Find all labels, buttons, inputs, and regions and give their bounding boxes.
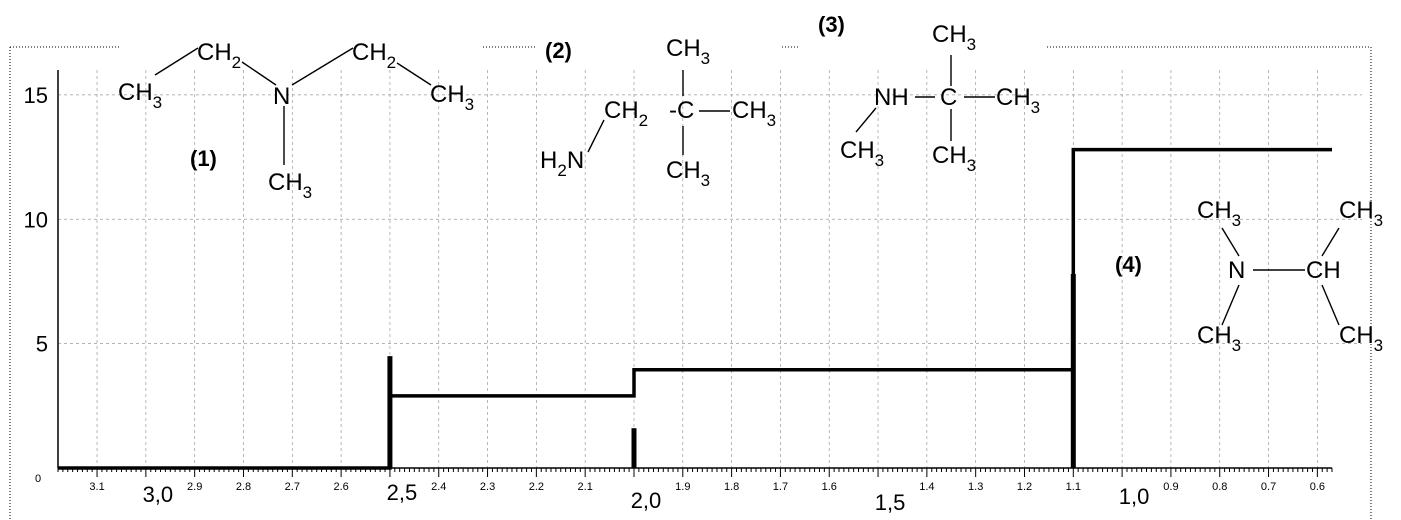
mol4-ch: CH: [1306, 257, 1341, 284]
x-tick-label-minor: 1.4: [919, 481, 934, 493]
x-tick-label-major: 1,0: [1119, 484, 1150, 509]
x-tick-label-major: 2,5: [387, 480, 418, 505]
mol1-ch2-left: CH2: [197, 39, 241, 72]
x-tick-label-minor: 2.7: [285, 481, 300, 493]
x-tick-label-minor: 2.8: [236, 481, 251, 493]
mol4-ch3-bottom-left: CH3: [1197, 322, 1241, 355]
x-tick-label-minor: 1.8: [724, 481, 739, 493]
mol1-n: N: [273, 83, 290, 110]
mol4-ch3-top-right: CH3: [1339, 197, 1383, 230]
x-tick-label-minor: 0.7: [1261, 481, 1276, 493]
x-tick-label-minor: 0.8: [1212, 481, 1227, 493]
x-axis-tick-marks: [57, 468, 1333, 477]
mol4-n: N: [1228, 257, 1245, 284]
x-tick-label-minor: 1.9: [675, 481, 690, 493]
label-mol4: (4): [1115, 252, 1142, 277]
molecule-4: (4) CH3 CH3 N CH CH3 CH3: [1115, 197, 1383, 355]
y-tick-label: 5: [36, 332, 48, 357]
x-tick-label-minor: 1.6: [822, 481, 837, 493]
mol4-ch3-bottom-right: CH3: [1339, 322, 1383, 355]
x-tick-label-minor: 2.6: [333, 481, 348, 493]
x-tick-label-major: 1,5: [875, 490, 906, 515]
mol2-ch3-right: CH3: [732, 97, 776, 130]
x-axis-major-tick-labels: 3,0 2,5 2,0 1,5 1,0: [143, 480, 1150, 515]
x-tick-label-minor: 2.1: [578, 481, 593, 493]
mol2-c: -C: [669, 97, 694, 124]
mol3-nh: NH: [874, 84, 909, 111]
mol1-ch2-right: CH2: [352, 39, 396, 72]
x-tick-label-major: 2,0: [631, 488, 662, 513]
integral-curve: [58, 147, 1332, 470]
x-axis-minor-tick-labels: 3.1 2.9 2.8 2.7 2.6 2.4 2.3 2.2 2.1 1.9 1.8 1.7 1.6 1…: [89, 481, 1325, 493]
mol3-ch3-bottom: CH3: [932, 142, 976, 175]
x-tick-label-minor: 1.1: [1066, 481, 1081, 493]
mol3-ch3-left: CH3: [840, 137, 884, 170]
x-tick-label-minor: 0.9: [1163, 481, 1178, 493]
x-tick-label-major: 3,0: [143, 482, 174, 507]
mol1-ch3-right: CH3: [430, 81, 474, 114]
y-axis-tick-labels: 0 5 10 15: [24, 83, 48, 485]
x-tick-label-minor: 1.2: [1017, 481, 1032, 493]
x-tick-label-minor: 0.6: [1310, 481, 1325, 493]
y-tick-label: 0: [35, 473, 41, 485]
mol3-ch3-right: CH3: [996, 84, 1040, 117]
mol2-h2n: H2N: [540, 147, 584, 180]
mol1-ch3-bottom: CH3: [268, 169, 312, 202]
x-tick-label-minor: 2.4: [431, 481, 446, 493]
label-mol2: (2): [545, 38, 572, 63]
grid: [58, 70, 1362, 468]
molecule-1: CH3 CH2 N CH2 CH3 CH3 (1): [118, 39, 474, 202]
y-tick-label: 15: [24, 83, 48, 108]
x-tick-label-minor: 1.3: [968, 481, 983, 493]
frame: [9, 46, 1372, 520]
x-tick-label-minor: 1.7: [773, 481, 788, 493]
mol4-ch3-top-left: CH3: [1197, 197, 1241, 230]
x-tick-label-minor: 3.1: [89, 481, 104, 493]
x-tick-label-minor: 2.9: [187, 481, 202, 493]
label-mol1: (1): [190, 146, 217, 171]
label-mol3: (3): [818, 12, 845, 37]
y-tick-label: 10: [24, 207, 48, 232]
mol2-ch2: CH2: [604, 97, 648, 130]
mol3-ch3-top: CH3: [932, 21, 976, 54]
mol2-ch3-top: CH3: [666, 35, 710, 68]
molecule-3: (3) CH3 NH C CH3 CH3 CH3: [818, 12, 1040, 175]
x-tick-label-minor: 2.2: [529, 481, 544, 493]
mol3-c: C: [940, 84, 957, 111]
mol1-ch3-left: CH3: [118, 79, 162, 112]
molecule-2: (2) CH3 CH2 -C CH3 H2N CH3: [540, 35, 776, 190]
x-tick-label-minor: 2.3: [480, 481, 495, 493]
mol2-ch3-bottom: CH3: [666, 157, 710, 190]
